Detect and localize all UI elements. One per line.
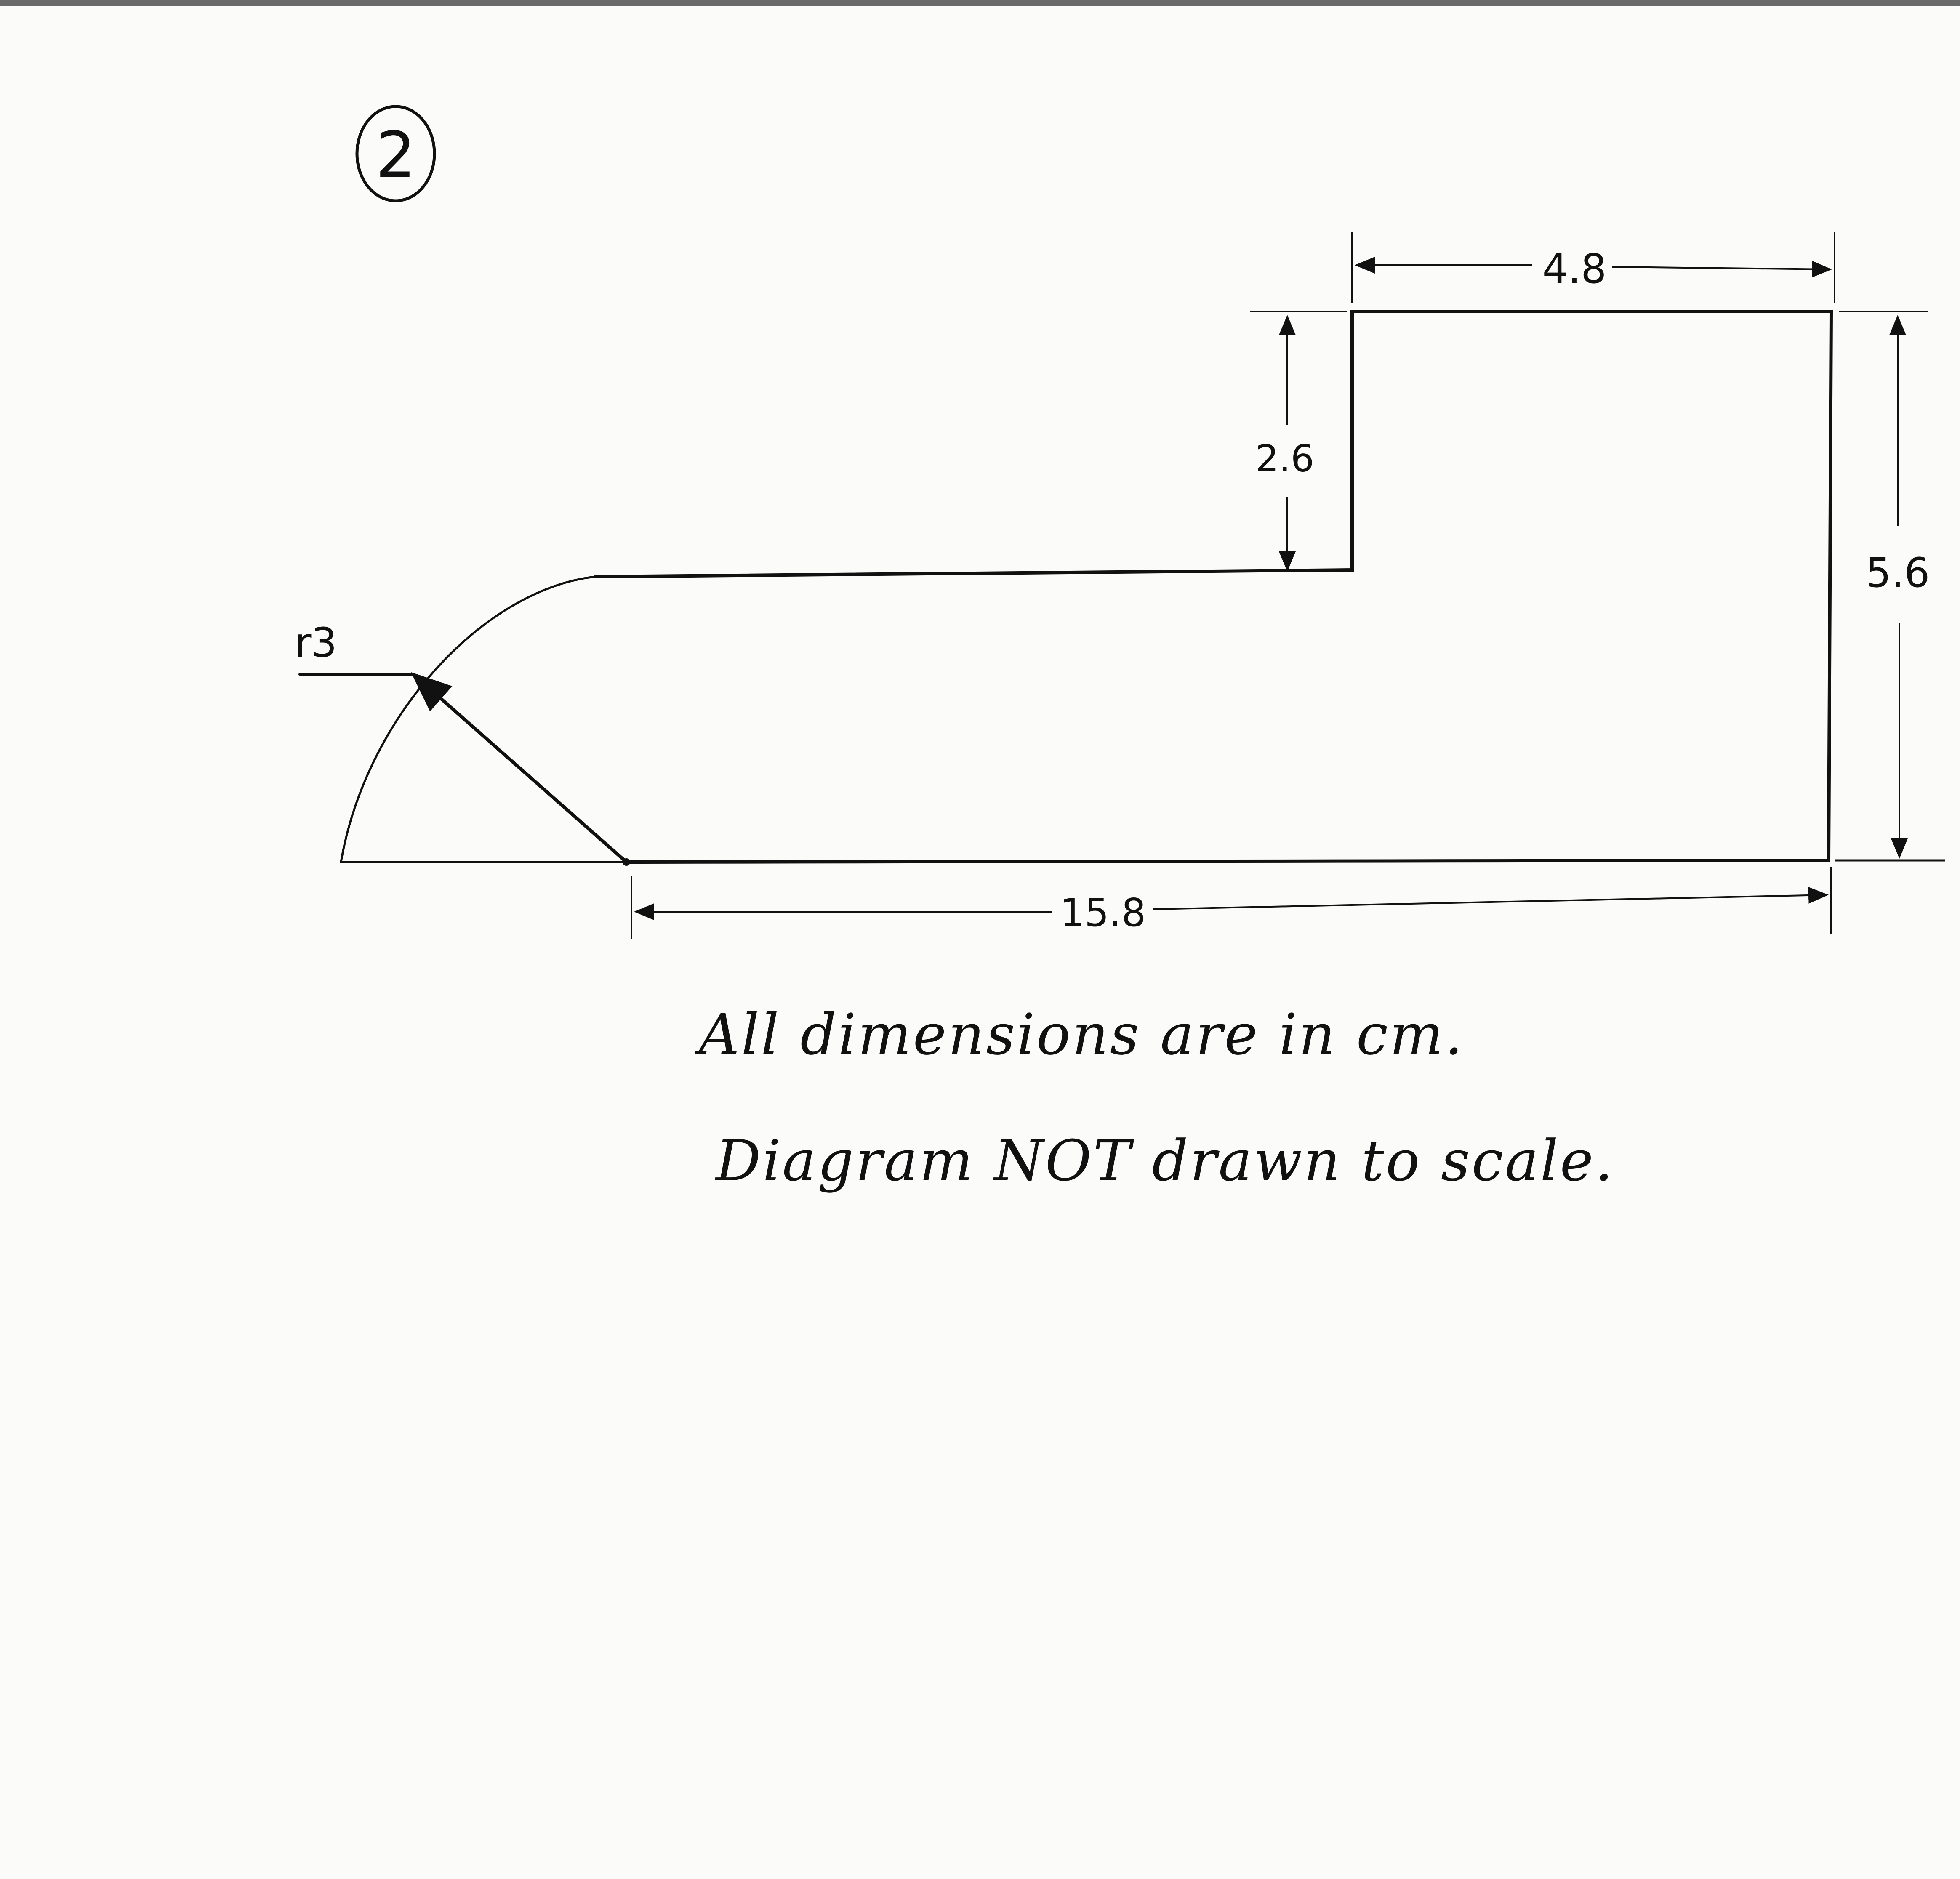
arc-center-point [623,858,630,866]
dimension-step-height [1250,311,1347,572]
question-number-badge: 2 [355,105,436,202]
dimension-base-length [631,867,1832,939]
top-width-label: 4.8 [1542,245,1607,293]
scan-top-edge [0,0,1960,6]
scale-note: Diagram NOT drawn to scale. [716,1128,1615,1194]
shape-outline [298,310,1833,866]
total-height-label: 5.6 [1866,549,1930,596]
radius-label: r3 [295,619,337,666]
dimension-top-width [1351,232,1835,303]
question-number-circle [355,105,436,202]
step-height-label: 2.6 [1255,437,1314,480]
radius-line [410,672,628,864]
dim-arrow-base-right [1153,886,1829,910]
dim-arrow-top-right [1612,261,1832,278]
units-note: All dimensions are in cm. [699,1002,1465,1067]
shape-straight-edges [594,310,1833,864]
dimension-total-height [1835,311,1945,862]
quarter-circle-arc [340,575,597,863]
question-number: 2 [375,119,415,192]
base-length-label: 15.8 [1060,890,1146,935]
